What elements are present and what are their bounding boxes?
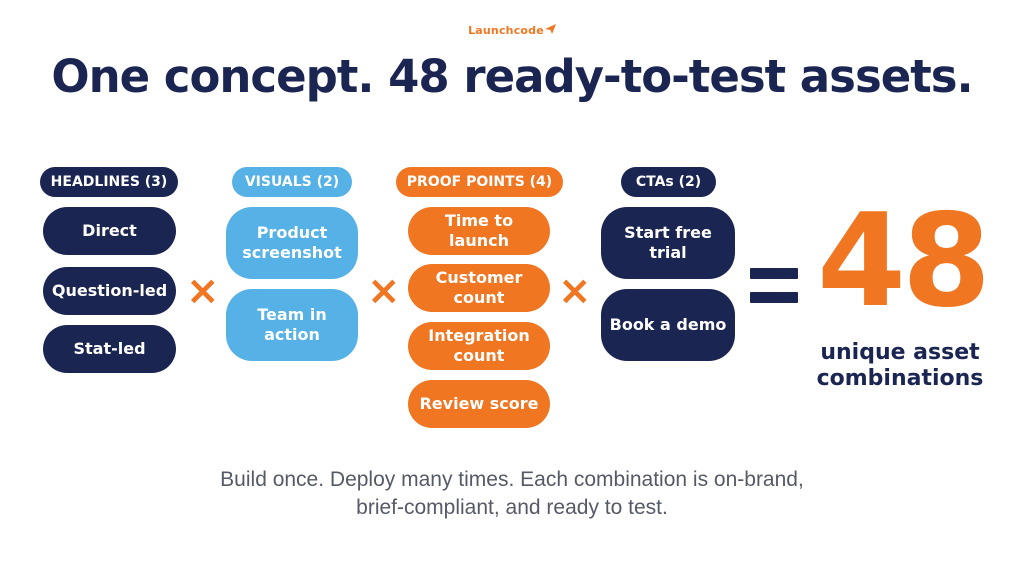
item-product-screenshot: Product screenshot (226, 207, 358, 279)
plane-icon (544, 24, 556, 37)
footer-line1: Build once. Deploy many times. Each comb… (220, 468, 804, 491)
header-ctas: CTAs (2) (621, 167, 716, 197)
footer-line2: brief-compliant, and ready to test. (356, 496, 668, 520)
multiply-sign-2: × (367, 268, 401, 314)
item-review-score: Review score (408, 380, 550, 428)
item-integration-count: Integration count (408, 322, 550, 370)
header-headlines: HEADLINES (3) (40, 167, 178, 197)
equals-sign (750, 268, 800, 308)
footer-text: Build once. Deploy many times. Each comb… (0, 466, 1024, 523)
item-direct: Direct (43, 207, 176, 255)
result-number: 48 (816, 187, 991, 336)
header-proof-points: PROOF POINTS (4) (396, 167, 563, 197)
page-title: One concept. 48 ready-to-test assets. (51, 50, 973, 103)
multiply-sign-3: × (558, 268, 592, 314)
brand-logo: Launchcode (0, 24, 1024, 37)
item-customer-count: Customer count (408, 264, 550, 312)
item-question-led: Question-led (43, 267, 176, 315)
result-caption-line1: unique asset (820, 340, 980, 365)
result-caption-line2: combinations (816, 366, 984, 392)
header-visuals: VISUALS (2) (232, 167, 352, 197)
item-book-a-demo: Book a demo (601, 289, 735, 361)
brand-name: Launchcode (468, 24, 544, 37)
result-caption: unique asset combinations (790, 340, 1010, 393)
item-team-in-action: Team in action (226, 289, 358, 361)
item-time-to-launch: Time to launch (408, 207, 550, 255)
item-stat-led: Stat-led (43, 325, 176, 373)
item-start-free-trial: Start free trial (601, 207, 735, 279)
multiply-sign-1: × (186, 268, 220, 314)
